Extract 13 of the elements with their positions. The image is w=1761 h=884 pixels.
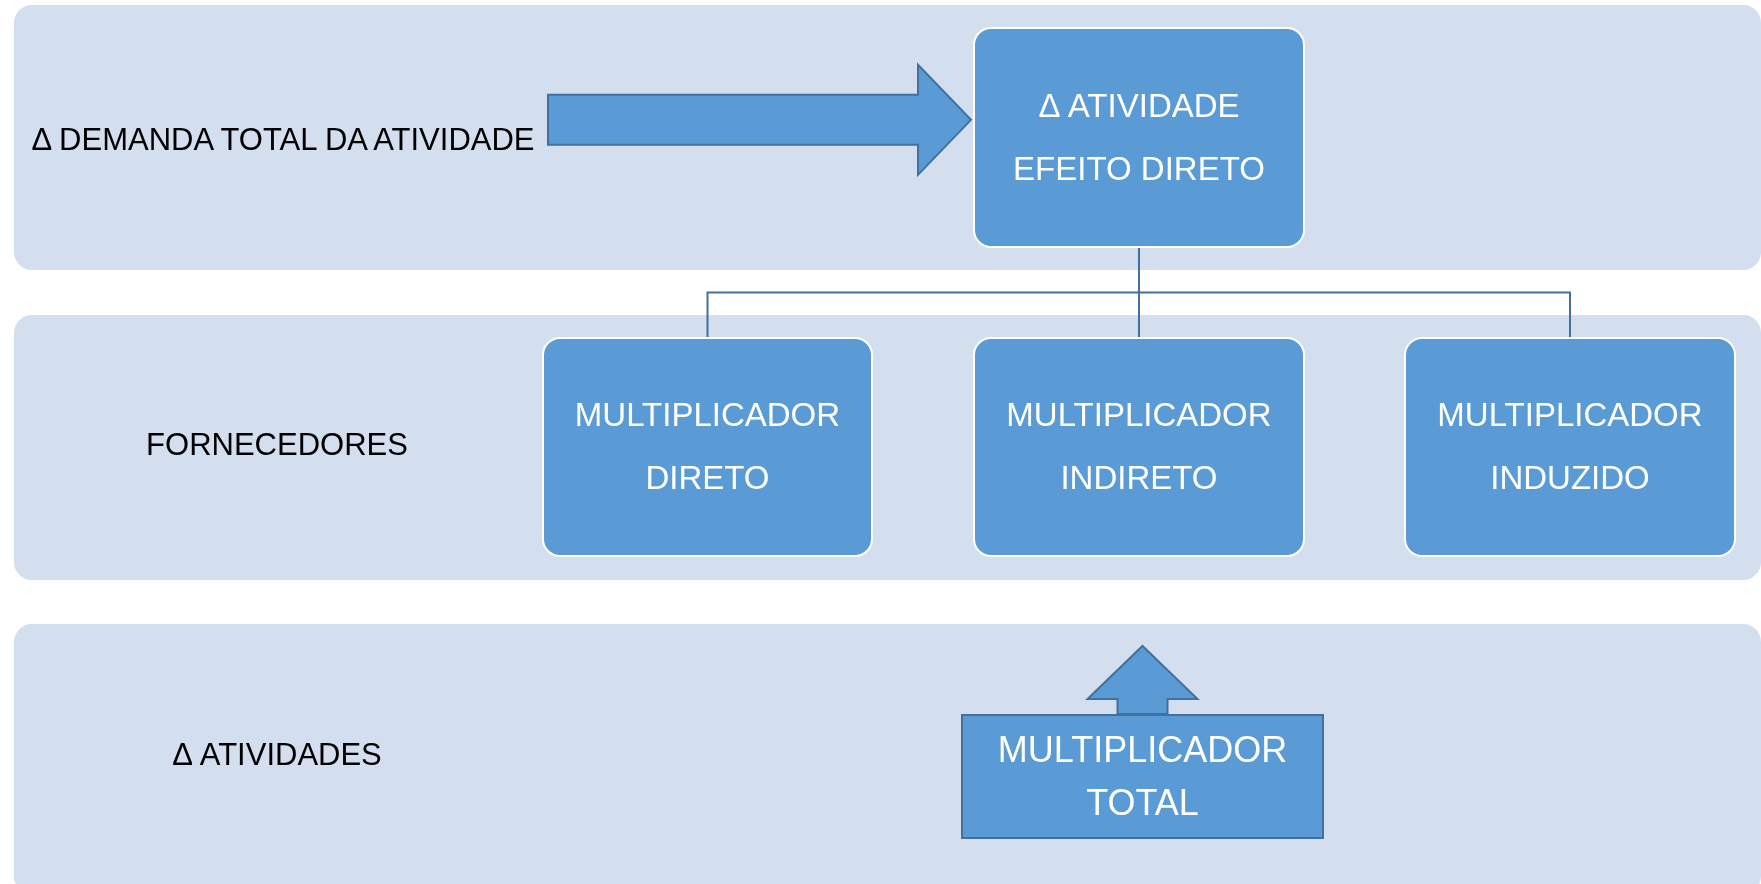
process-box: MULTIPLICADOR INDIRETO [973, 337, 1305, 557]
row-label: Δ DEMANDA TOTAL DA ATIVIDADE [20, 90, 546, 190]
process-box: MULTIPLICADOR INDUZIDO [1404, 337, 1736, 557]
process-box: MULTIPLICADOR DIRETO [542, 337, 873, 557]
process-box: Δ ATIVIDADE EFEITO DIRETO [973, 27, 1305, 248]
band-background [14, 315, 1761, 580]
band-background [14, 624, 1761, 884]
block-arrow [1085, 644, 1200, 715]
row-label: Δ ATIVIDADES [100, 725, 454, 785]
process-box: MULTIPLICADOR TOTAL [961, 714, 1324, 839]
row-label: FORNECEDORES [100, 415, 454, 475]
block-arrow [547, 62, 973, 178]
band-background [14, 5, 1761, 270]
